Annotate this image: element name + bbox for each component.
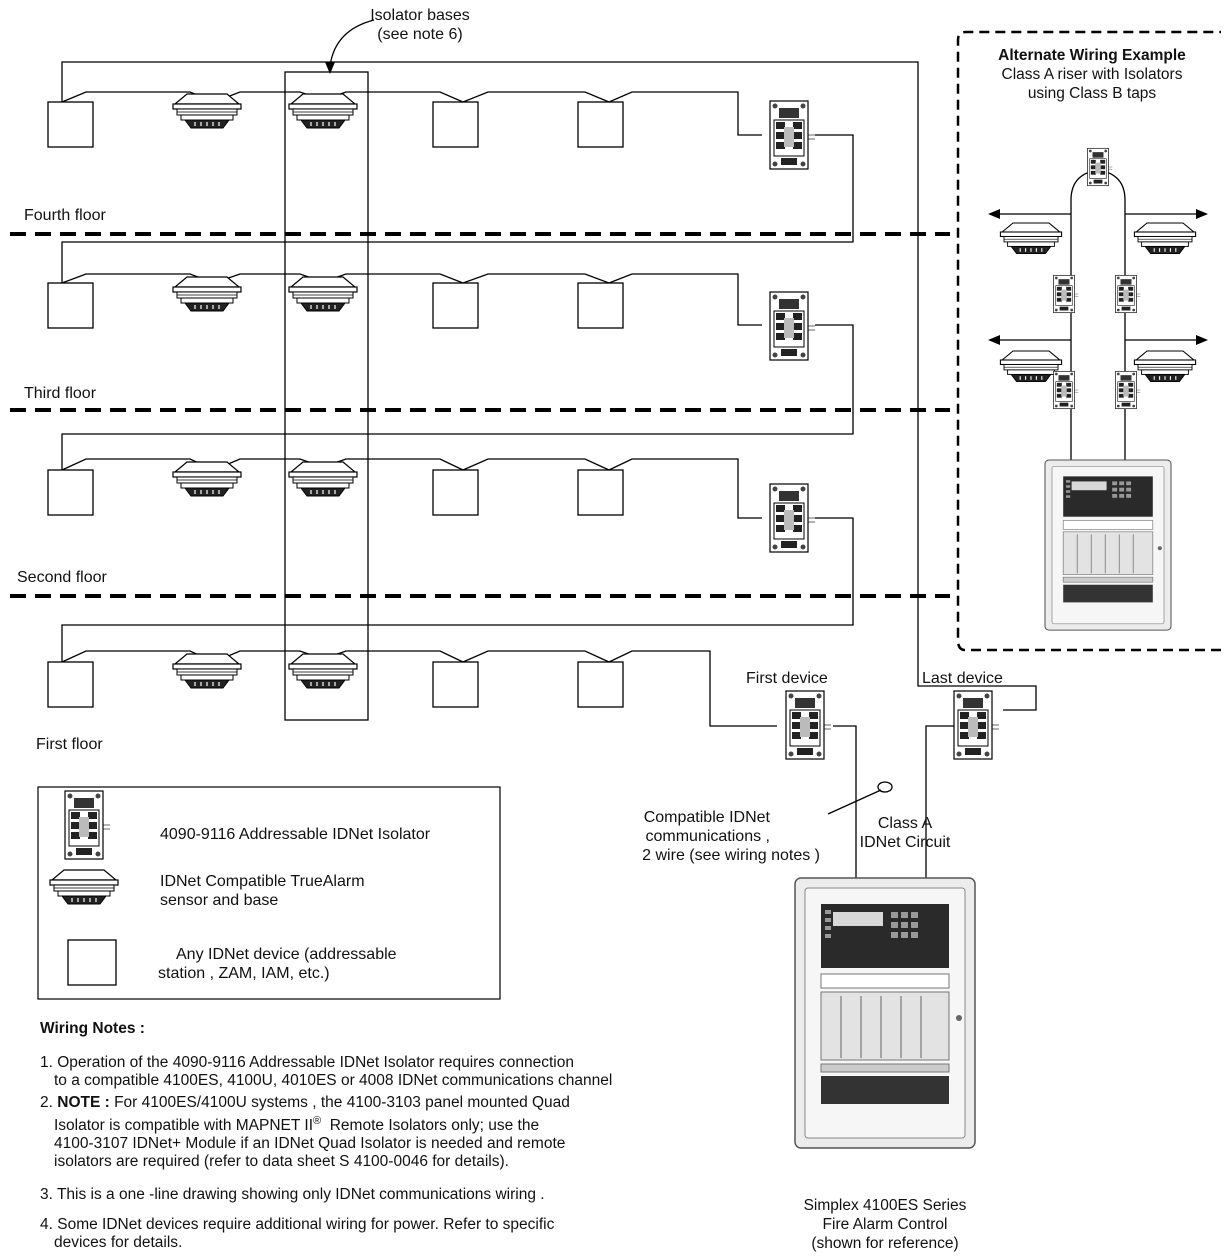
riser-wiring bbox=[61, 19, 1037, 878]
floor-label-fourth: Fourth floor bbox=[24, 207, 106, 224]
legend-device-text: Any IDNet device (addressable station , … bbox=[158, 946, 397, 982]
last-device-label: Last device bbox=[922, 670, 1003, 687]
callout-arrowhead bbox=[325, 62, 335, 74]
wiring-note-3: 3. This is a one -line drawing showing o… bbox=[40, 1186, 545, 1203]
alternate-arrowheads bbox=[988, 209, 1208, 345]
alternate-title: Alternate Wiring Example bbox=[998, 47, 1186, 64]
wiring-note-2: 2. NOTE : For 4100ES/4100U systems , the… bbox=[40, 1094, 570, 1171]
idnet-devices bbox=[47, 101, 624, 708]
panel-caption: Simplex 4100ES Series Fire Alarm Control… bbox=[803, 1197, 967, 1252]
alt-isolator bbox=[1053, 370, 1079, 410]
alternate-frame bbox=[956, 30, 1221, 652]
main-panel bbox=[794, 877, 976, 1149]
alt-isolator bbox=[1115, 274, 1141, 314]
first-device-label: First device bbox=[746, 670, 828, 687]
floor-dividers bbox=[10, 232, 950, 598]
wiring-notes-heading: Wiring Notes : bbox=[40, 1020, 145, 1037]
floor-label-second: Second floor bbox=[17, 569, 107, 586]
alternate-panel bbox=[1044, 459, 1172, 631]
alt-sensor bbox=[1133, 222, 1197, 255]
comm-wiring-label: Compatible IDNet communications , 2 wire… bbox=[642, 809, 820, 864]
floor-label-first: First floor bbox=[36, 736, 103, 753]
alternate-top-isolator bbox=[1087, 147, 1113, 187]
isolator-bases-callout: Isolator bases (see note 6) bbox=[370, 7, 470, 43]
alt-sensor bbox=[999, 222, 1063, 255]
sensors bbox=[172, 93, 358, 689]
legend-sensor-text: IDNet Compatible TrueAlarm sensor and ba… bbox=[160, 873, 365, 909]
legend-isolator-icon bbox=[64, 790, 111, 860]
alternate-caption: Alternate Wiring Example Class A riser w… bbox=[964, 46, 1220, 103]
wiring-notes: Wiring Notes : 1. Operation of the 4090-… bbox=[40, 1020, 760, 1257]
alt-sensor bbox=[1133, 350, 1197, 383]
legend-device-icon bbox=[67, 939, 117, 986]
alt-isolator bbox=[1115, 370, 1141, 410]
alternate-wiring bbox=[990, 169, 1206, 460]
alt-isolator bbox=[1053, 274, 1079, 314]
legend-isolator-text: 4090-9116 Addressable IDNet Isolator bbox=[160, 826, 431, 843]
alt-sensor bbox=[999, 350, 1063, 383]
wiring-note-4: 4. Some IDNet devices require additional… bbox=[40, 1216, 555, 1251]
wiring-note-1: 1. Operation of the 4090-9116 Addressabl… bbox=[40, 1054, 613, 1089]
isolator-modules bbox=[769, 100, 1000, 760]
floor-label-third: Third floor bbox=[24, 385, 97, 402]
class-a-label: Class A IDNet Circuit bbox=[859, 815, 951, 851]
